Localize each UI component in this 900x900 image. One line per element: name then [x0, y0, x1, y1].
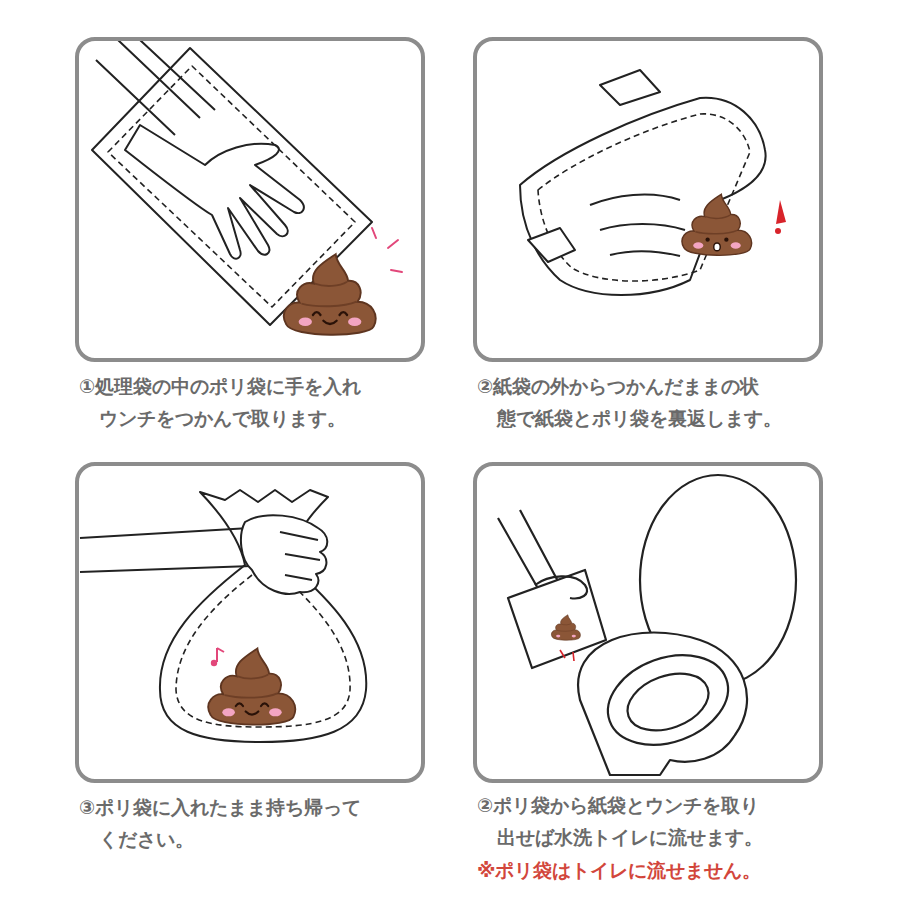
- caption-block: ③ポリ袋に入れたまま持ち帰って ください。: [79, 791, 425, 856]
- step-panel: ②ポリ袋から紙袋とウンチを取り 出せば水洗トイレに流せます。※ポリ袋はトイレに流…: [473, 462, 823, 783]
- step-panel: ③ポリ袋に入れたまま持ち帰って ください。: [75, 462, 425, 783]
- panel-frame: [75, 37, 425, 362]
- caption-block: ①処理袋の中のポリ袋に手を入れ ウンチをつかんで取ります。: [79, 370, 425, 435]
- poly-bag-edge: [96, 40, 215, 135]
- fingers: [590, 195, 685, 256]
- panel-frame: [473, 37, 823, 362]
- inverted-bag: [520, 98, 766, 295]
- knuckles: [280, 532, 320, 580]
- step-caption: ②ポリ袋から紙袋とウンチを取り 出せば水洗トイレに流せます。: [477, 789, 823, 854]
- alert-mark: [775, 200, 786, 234]
- warning-note: ※ポリ袋はトイレに流せません。: [477, 854, 823, 886]
- toilet-seat: [595, 639, 740, 760]
- step-caption: ③ポリ袋に入れたまま持ち帰って ください。: [79, 791, 425, 856]
- caption-block: ②ポリ袋から紙袋とウンチを取り 出せば水洗トイレに流せます。※ポリ袋はトイレに流…: [477, 789, 823, 886]
- spark-marks: [372, 228, 402, 272]
- poop-happy: [208, 648, 295, 724]
- panel-three-art: [80, 490, 366, 742]
- arm: [80, 528, 252, 572]
- step-panel: ①処理袋の中のポリ袋に手を入れ ウンチをつかんで取ります。: [75, 37, 425, 362]
- music-note: [211, 648, 224, 666]
- drop-marks: [560, 650, 574, 661]
- panel-frame: [75, 462, 425, 783]
- step-caption: ②紙袋の外からつかんだままの状 態で紙袋とポリ袋を裏返します。: [477, 370, 823, 435]
- hand: [535, 576, 587, 598]
- arm: [498, 510, 560, 592]
- panel-frame: [473, 462, 823, 783]
- panel-four-art: [498, 475, 796, 775]
- hand: [125, 125, 304, 259]
- step-caption: ①処理袋の中のポリ袋に手を入れ ウンチをつかんで取ります。: [79, 370, 425, 435]
- paper-bag: [508, 570, 606, 668]
- panel-two-art: [520, 70, 766, 295]
- fist: [241, 515, 327, 594]
- bag-seam: [176, 575, 350, 727]
- bag-cuff: [528, 70, 660, 262]
- toilet-bowl: [578, 633, 747, 776]
- step-panel: ②紙袋の外からつかんだままの状 態で紙袋とポリ袋を裏返します。: [473, 37, 823, 362]
- hanging-bag: [160, 490, 366, 742]
- poop-small: [551, 615, 580, 640]
- toilet-hole: [620, 663, 717, 741]
- poop-surprised: [682, 194, 752, 255]
- caption-block: ②紙袋の外からつかんだままの状 態で紙袋とポリ袋を裏返します。: [477, 370, 823, 435]
- poop-happy: [284, 254, 376, 335]
